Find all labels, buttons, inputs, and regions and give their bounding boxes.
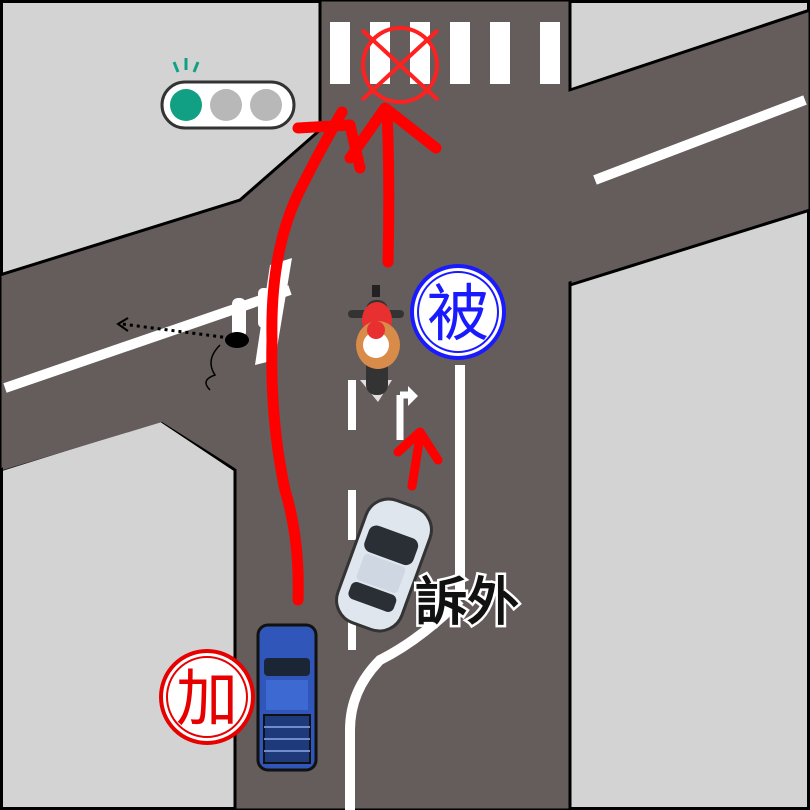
victim-label-badge: 被	[410, 264, 506, 360]
lane-arrow-head	[408, 386, 418, 406]
victim-label: 被	[427, 277, 489, 350]
road-join	[3, 2, 808, 808]
x-mark-icon	[360, 26, 440, 104]
pedestrian-icon	[116, 317, 249, 391]
traffic-light-icon	[160, 58, 296, 130]
offender-label: 加	[176, 662, 238, 735]
motorcycle-icon	[348, 285, 404, 402]
offender-label-badge: 加	[159, 649, 255, 745]
signal-red-lamp	[250, 89, 282, 121]
non-party-car-label: 訴外	[415, 573, 519, 633]
victim-path-arrow	[344, 102, 442, 268]
sedan-car-icon	[335, 497, 433, 633]
crosswalk	[330, 22, 560, 84]
signal-green-lamp	[170, 89, 202, 121]
pickup-truck-icon	[256, 623, 318, 772]
car-path-arrow	[393, 427, 443, 491]
signal-yellow-lamp	[210, 89, 242, 121]
